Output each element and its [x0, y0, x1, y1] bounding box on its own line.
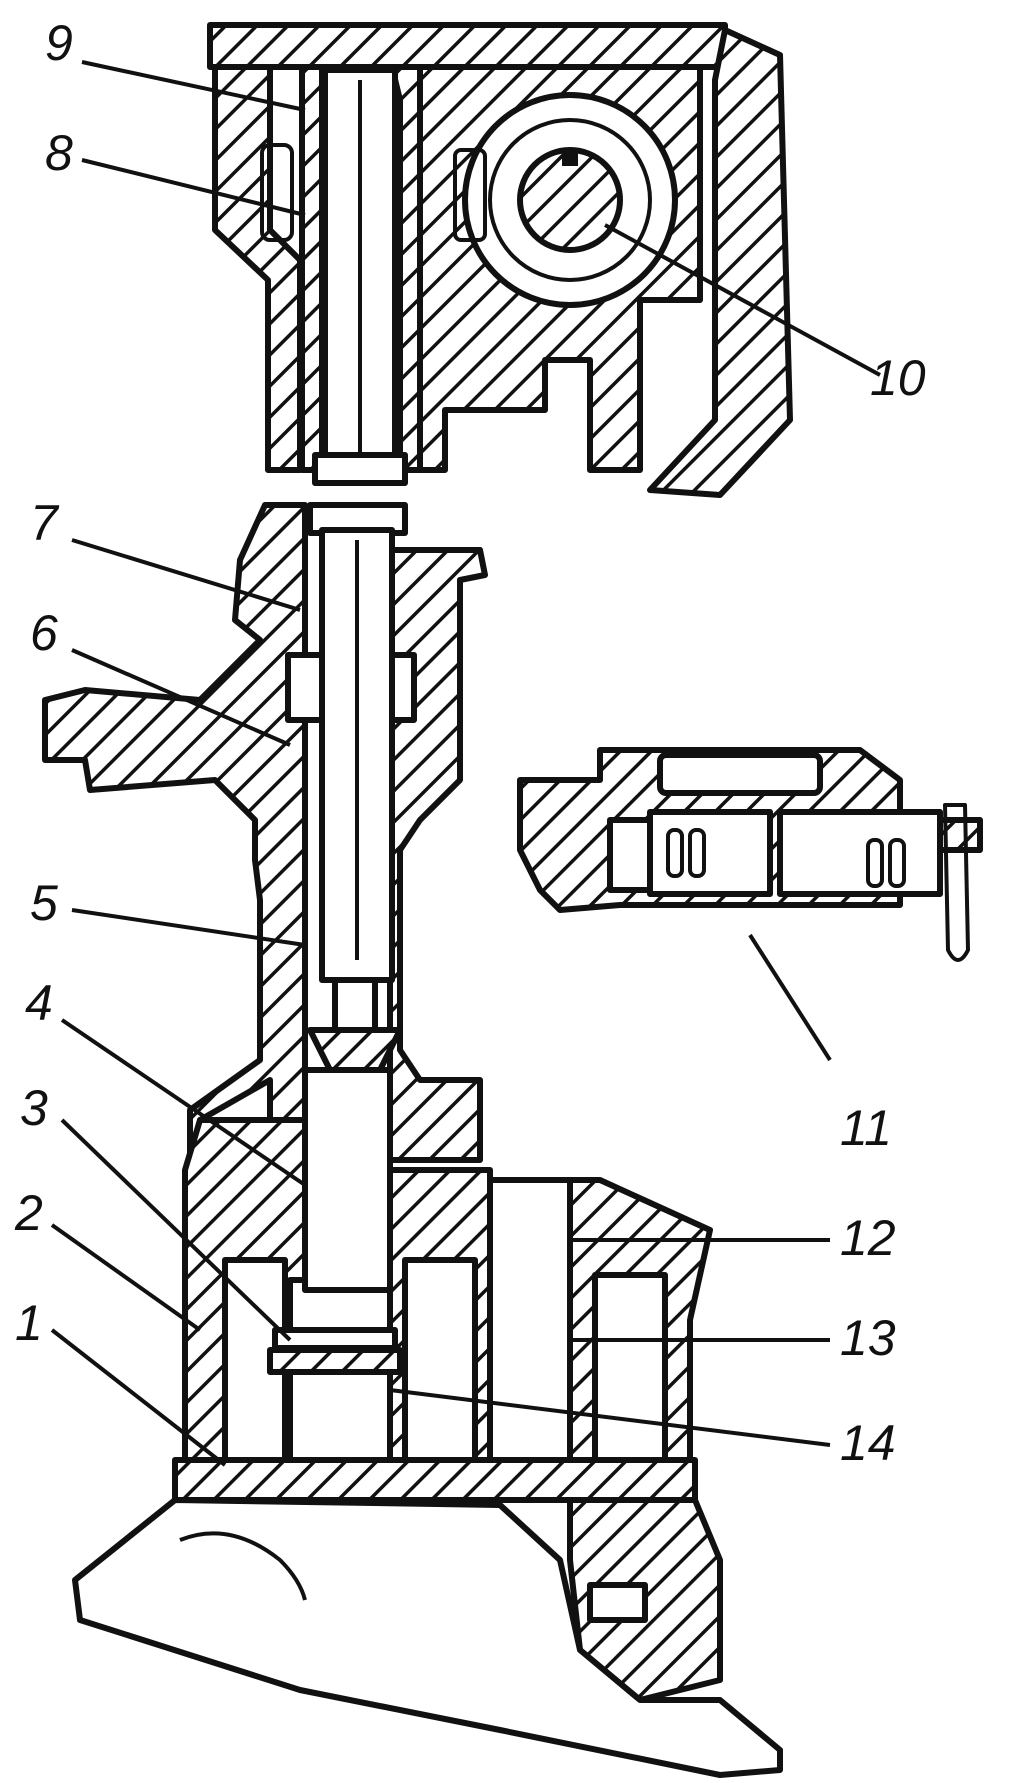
pad-window	[587, 1582, 648, 1623]
callout-8: 8	[45, 125, 73, 181]
center-bolt	[487, 1177, 573, 1473]
base-plate	[172, 1457, 698, 1503]
callout-14: 14	[840, 1415, 896, 1471]
leader-5	[71, 908, 306, 947]
inset-detail	[517, 747, 983, 962]
shaft-tip	[332, 977, 378, 1038]
shaft-key	[562, 150, 578, 166]
bearing-block-left	[285, 652, 325, 723]
shaft-tip-seat	[307, 1027, 403, 1073]
callout-1: 1	[15, 1295, 43, 1351]
callout-2: 2	[14, 1185, 43, 1241]
upper-left-window	[260, 143, 294, 242]
inset-cotter-pin	[943, 803, 970, 962]
inset-spring-right	[866, 838, 906, 888]
upper-left-wall	[212, 64, 303, 473]
pin-14	[267, 1347, 403, 1375]
leader-1	[50, 1328, 227, 1467]
sliding-shoe	[72, 1497, 783, 1778]
shaft-bushing-inner	[488, 118, 652, 282]
leader-11	[748, 933, 832, 1062]
upper-pocket	[453, 148, 487, 242]
callout-12: 12	[840, 1210, 896, 1266]
callout-3: 3	[20, 1080, 48, 1136]
callout-4: 4	[25, 975, 53, 1031]
inset-spring-left	[666, 828, 706, 878]
lower-central-bore	[402, 1257, 478, 1463]
callout-11: 11	[840, 1100, 892, 1156]
upper-shaft-break	[312, 452, 408, 486]
leader-9	[81, 60, 306, 112]
leader-lines	[50, 60, 881, 1467]
leader-6	[71, 648, 291, 747]
upper-sleeve-right	[389, 64, 423, 473]
upper-vertical-shaft	[312, 67, 408, 486]
leader-14	[389, 1388, 831, 1447]
column-bore	[302, 1067, 393, 1293]
callout-5: 5	[30, 875, 58, 931]
upper-housing	[207, 22, 793, 498]
bearing-block-right	[377, 652, 417, 723]
pin-3	[272, 1327, 398, 1351]
shoe-inner-curve	[179, 1531, 307, 1601]
callout-9: 9	[45, 15, 73, 71]
inset-right-cavity	[777, 809, 943, 897]
top-cover-plate	[207, 22, 728, 70]
lower-housing	[72, 1117, 783, 1778]
callout-10: 10	[870, 350, 926, 406]
leader-7	[71, 538, 301, 612]
leader-8	[81, 158, 306, 217]
callout-numbers: 9 8 10 7 6 5 11 4 3 12 2 13 1 14	[14, 15, 926, 1471]
column-right-wall	[387, 547, 488, 1163]
leader-4	[60, 1018, 307, 1187]
leader-2	[50, 1223, 202, 1332]
leader-10	[604, 223, 881, 377]
lower-right-bore	[592, 1272, 668, 1463]
leader-3	[60, 1118, 292, 1342]
callout-6: 6	[30, 605, 58, 661]
upper-outer-right-wall	[647, 27, 793, 498]
inset-top-slot	[657, 752, 823, 796]
column-left-wall	[42, 502, 308, 1163]
callout-7: 7	[30, 495, 60, 551]
middle-column	[42, 502, 488, 1293]
callout-13: 13	[840, 1310, 896, 1366]
